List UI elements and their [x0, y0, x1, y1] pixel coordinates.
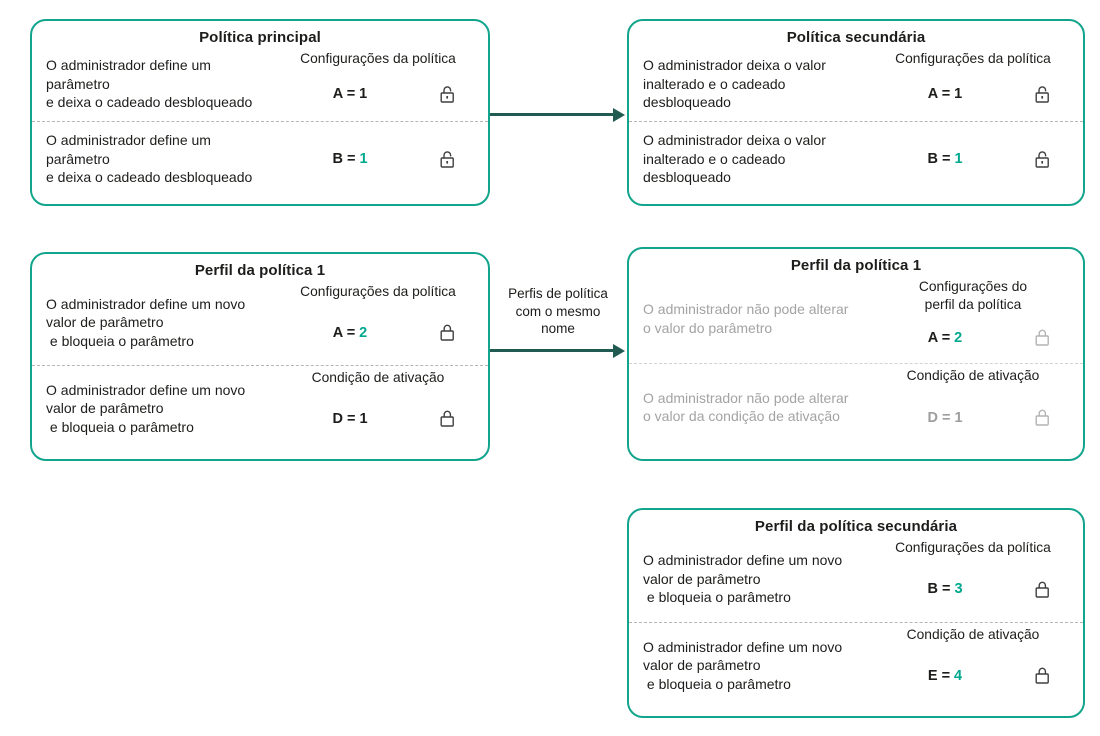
section-header: Configurações da política: [300, 51, 456, 66]
box-title: Política secundária: [786, 29, 926, 46]
parameter-value: B =1: [332, 151, 368, 167]
row-description: O administrador define um novo valor de …: [643, 638, 843, 692]
row-description: O administrador não pode alterar o valor…: [643, 389, 849, 425]
policy-profile-box-secondary: Perfil da política secundária O administ…: [627, 508, 1085, 718]
row-description: O administrador define um novo valor de …: [46, 295, 246, 349]
row-description: O administrador define um parâmetro e de…: [46, 132, 253, 186]
policy-box-main: Política principal O administrador defin…: [30, 19, 490, 206]
dashed-divider: [32, 121, 488, 122]
parameter-value: E =4: [927, 667, 963, 684]
policy-setting-row: O administrador define um parâmetro e de…: [46, 122, 474, 196]
section-header: Condição de ativação: [906, 367, 1040, 383]
parameter-value: D =1: [332, 410, 368, 427]
policy-setting-row: O administrador define um parâmetro e de…: [46, 47, 474, 121]
activation-condition-row: O administrador não pode alterar o valor…: [643, 364, 1069, 452]
row-description: O administrador define um novo valor de …: [46, 381, 246, 435]
parameter-value: B =1: [927, 151, 963, 167]
dashed-divider: [629, 121, 1083, 122]
section-header: Configurações da política: [300, 284, 456, 299]
dashed-divider: [32, 365, 488, 366]
section-header: Configurações da política: [895, 540, 1051, 555]
box-title: Perfil da política secundária: [754, 518, 958, 535]
policy-setting-row: O administrador deixa o valor inalterado…: [643, 122, 1069, 196]
locked-padlock-icon: [1032, 665, 1053, 686]
policy-setting-row: O administrador define um novo valor de …: [46, 280, 474, 365]
inheritance-arrow: [490, 113, 614, 116]
profiles-arrow: [490, 349, 614, 352]
dashed-divider: [629, 362, 1083, 364]
policy-setting-row: O administrador não pode alterar o valor…: [643, 275, 1069, 363]
policy-profile-box-1-secondary: Perfil da política 1 O administrador não…: [627, 247, 1085, 461]
row-description: O administrador define um parâmetro e de…: [46, 57, 253, 111]
activation-condition-row: O administrador define um novo valor de …: [46, 366, 474, 451]
parameter-value: A =2: [332, 324, 368, 341]
parameter-value: A =1: [927, 86, 963, 103]
section-header: Configurações do perfil da política: [918, 279, 1028, 312]
parameter-value: B =3: [927, 581, 963, 597]
row-description: O administrador deixa o valor inalterado…: [643, 132, 826, 186]
policy-box-secondary: Política secundária O administrador deix…: [627, 19, 1085, 206]
unlocked-padlock-icon: [437, 84, 458, 105]
locked-padlock-icon: [437, 322, 458, 343]
row-description: O administrador deixa o valor inalterado…: [643, 57, 826, 111]
section-header: Configurações da política: [895, 51, 1051, 66]
locked-padlock-icon: [437, 408, 458, 429]
unlocked-padlock-icon: [437, 149, 458, 170]
dashed-divider: [629, 621, 1083, 623]
unlocked-padlock-icon: [1032, 149, 1053, 170]
parameter-value: A =1: [332, 86, 368, 103]
row-description: O administrador não pode alterar o valor…: [643, 301, 849, 336]
arrow-label: Perfis de política com o mesmo nome: [508, 286, 608, 336]
parameter-value: A =2: [927, 329, 963, 346]
policy-setting-row: O administrador deixa o valor inalterado…: [643, 47, 1069, 121]
box-title: Perfil da política 1: [194, 262, 326, 279]
box-title: Política principal: [199, 29, 321, 46]
box-title: Perfil da política 1: [790, 257, 922, 274]
policy-profile-box-1: Perfil da política 1 O administrador def…: [30, 252, 490, 461]
locked-padlock-icon: [1032, 327, 1053, 348]
policy-setting-row: O administrador define um novo valor de …: [643, 536, 1069, 622]
section-header: Condição de ativação: [311, 370, 445, 385]
locked-padlock-icon: [1032, 407, 1053, 428]
unlocked-padlock-icon: [1032, 84, 1053, 105]
row-description: O administrador define um novo valor de …: [643, 552, 843, 605]
section-header: Condição de ativação: [906, 626, 1040, 642]
locked-padlock-icon: [1032, 579, 1053, 600]
parameter-value: D =1: [927, 409, 963, 426]
activation-condition-row: O administrador define um novo valor de …: [643, 623, 1069, 709]
